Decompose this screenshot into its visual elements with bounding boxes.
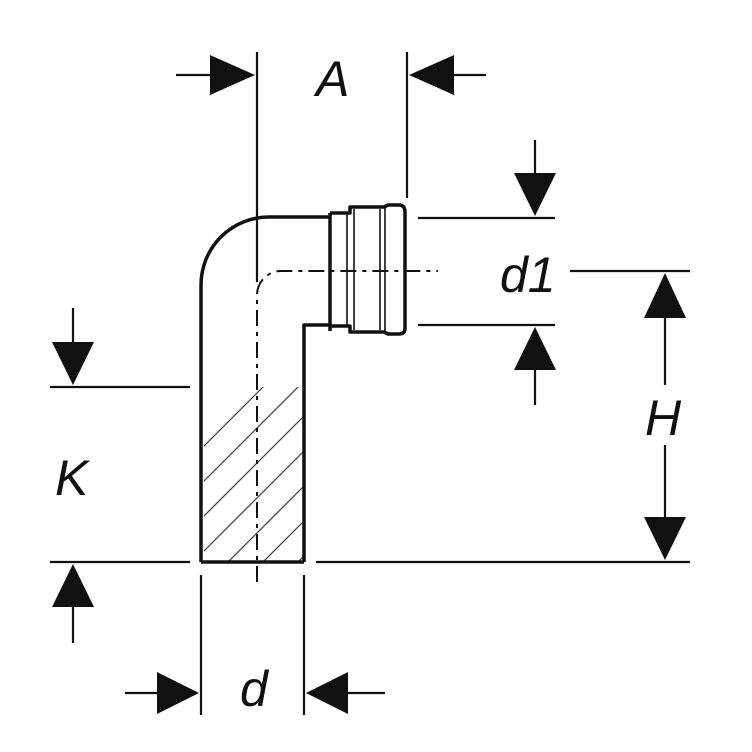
socket-end — [328, 203, 407, 336]
label-h: H — [645, 390, 682, 446]
label-d1: d1 — [500, 247, 556, 303]
label-k: K — [55, 450, 91, 506]
dimension-d-arrows — [125, 672, 385, 714]
label-a: A — [313, 51, 349, 107]
dimension-h-arrows — [644, 273, 686, 560]
dimension-k-arrows — [52, 308, 94, 643]
centerline-elbow — [256, 270, 438, 582]
label-d: d — [240, 661, 270, 717]
dimension-a-arrows — [176, 55, 486, 95]
hatched-insertion-zone — [204, 387, 304, 562]
dimension-d1-arrows — [514, 140, 556, 405]
elbow-pipe-body — [199, 215, 330, 564]
